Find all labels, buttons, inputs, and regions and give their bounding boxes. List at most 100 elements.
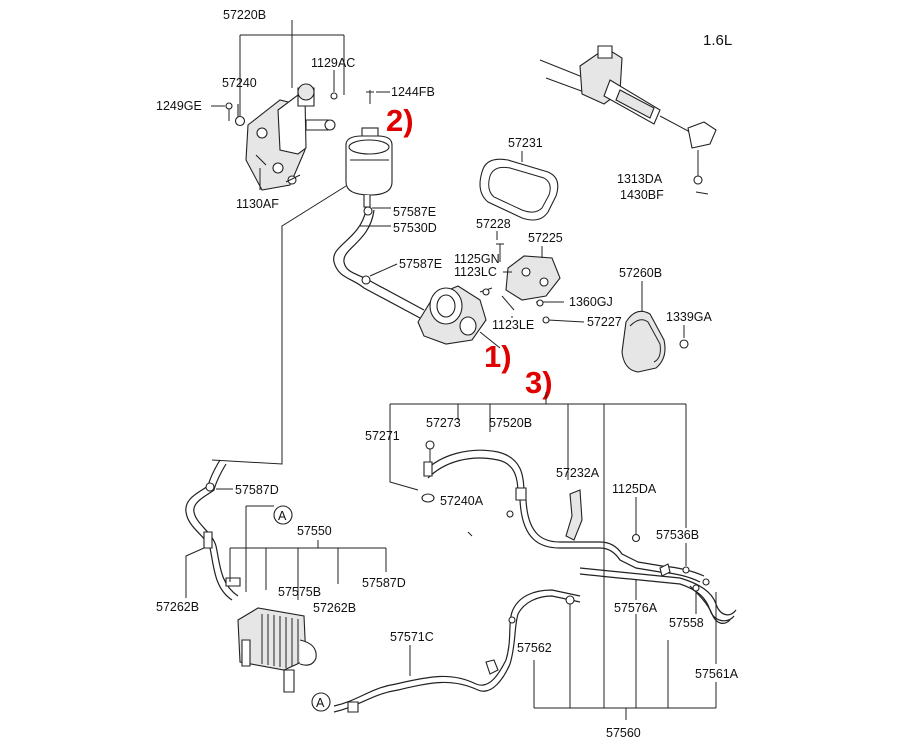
bolt-1130af <box>255 154 267 166</box>
label-57571c: 57571C <box>390 630 434 644</box>
nut-57240 <box>234 115 246 127</box>
label-57530d: 57530D <box>393 221 437 235</box>
clamp-57561a <box>702 578 710 586</box>
connector-a-bottom <box>311 692 331 712</box>
hose-clip <box>485 659 499 675</box>
engine-label: 1.6L <box>703 32 732 49</box>
label-1125da: 1125DA <box>612 482 657 496</box>
cooler-bracket <box>283 669 295 693</box>
bolt-57273 <box>425 440 435 450</box>
label-57576a: 57576A <box>614 601 658 615</box>
washer-57240a <box>421 493 435 503</box>
cooler-mount <box>241 639 251 667</box>
label-57587e-top: 57587E <box>393 205 436 219</box>
bolt-1125da <box>631 533 641 543</box>
nut-1339ga <box>679 339 689 349</box>
label-1244fb: 1244FB <box>391 85 435 99</box>
label-57232a: 57232A <box>556 466 600 480</box>
power-steering-pump <box>417 285 501 349</box>
label-57587d-left: 57587D <box>235 483 279 497</box>
bracket-cap <box>297 83 315 101</box>
nut-57536b <box>682 566 690 574</box>
label-57240: 57240 <box>222 76 257 90</box>
pump-bracket <box>505 255 561 301</box>
label-1125gn: 1125GN <box>454 252 500 266</box>
label-57536b: 57536B <box>656 528 699 542</box>
bracket-nut <box>324 119 336 131</box>
tube-clip-57232a <box>565 489 583 541</box>
hose-fitting <box>515 487 527 501</box>
label-1339ga: 1339GA <box>666 310 713 324</box>
label-57220b: 57220B <box>223 8 266 22</box>
label-1123le: 1123LE <box>492 318 534 332</box>
reservoir-group <box>345 90 393 208</box>
bracket-hole <box>256 127 268 139</box>
label-57260b: 57260B <box>619 266 662 280</box>
clamp-57562 <box>508 616 516 624</box>
label-1313da: 1313DA <box>617 172 663 186</box>
label-57225: 57225 <box>528 231 563 245</box>
label-57231: 57231 <box>508 136 543 150</box>
clamp-57587e-mid <box>361 275 371 285</box>
cooler-inlet <box>225 577 241 587</box>
bracket-assembly-group <box>225 20 345 191</box>
label-57587d-mid: 57587D <box>362 576 406 590</box>
bolt-1123lc <box>482 288 490 296</box>
label-1430bf: 1430BF <box>620 188 664 202</box>
tie-rod-end <box>687 121 717 149</box>
bracket-57536b <box>659 563 671 577</box>
hose-clip-57262b <box>203 531 213 549</box>
label-57273: 57273 <box>426 416 461 430</box>
hose-end-fitting <box>423 461 433 477</box>
clamp-57232a <box>506 510 514 518</box>
gear-valve <box>597 45 613 59</box>
label-1123lc: 1123LC <box>454 265 497 279</box>
hose-clamp <box>347 701 359 713</box>
label-57227: 57227 <box>587 315 622 329</box>
connector-a-top <box>273 505 293 525</box>
clamp-57587e-top <box>363 206 373 216</box>
marker-reservoir: 2) <box>386 103 414 138</box>
nut-1313da <box>693 175 703 185</box>
reservoir-rim <box>348 139 390 155</box>
label-1130af: 1130AF <box>236 197 279 211</box>
pump-cover <box>621 310 666 373</box>
label-57575b: 57575B <box>278 585 321 599</box>
bracket-hole <box>539 277 549 287</box>
label-57558: 57558 <box>669 616 704 630</box>
label-57560: 57560 <box>606 726 641 740</box>
bolt-57227 <box>542 316 550 324</box>
label-57271: 57271 <box>365 429 400 443</box>
cooler-outlet <box>299 639 317 666</box>
label-57587e-mid: 57587E <box>399 257 442 271</box>
label-1249ge: 1249GE <box>156 99 202 113</box>
connector-a-bottom-label: A <box>316 696 325 710</box>
steering-gear <box>539 45 717 195</box>
label-57561a: 57561A <box>695 667 739 681</box>
pump-pulley-hub <box>436 294 456 318</box>
marker-hoses: 3) <box>525 365 553 400</box>
reservoir-outlet <box>363 195 371 208</box>
connector-a-top-label: A <box>278 509 287 523</box>
marker-pump: 1) <box>484 339 512 374</box>
label-1360gj: 1360GJ <box>569 295 613 309</box>
bracket-hole <box>272 162 284 174</box>
bracket-hole <box>521 267 531 277</box>
label-57520b: 57520B <box>489 416 532 430</box>
clamp-57576a <box>565 595 575 605</box>
pump-port <box>459 316 477 336</box>
clamp-57587d <box>205 482 215 492</box>
label-57262b-mid: 57262B <box>313 601 356 615</box>
label-57228: 57228 <box>476 217 511 231</box>
pump-bracket-group <box>479 243 585 324</box>
label-57240a: 57240A <box>440 494 484 508</box>
bolt-1360gj <box>536 299 544 307</box>
bolt-1129ac <box>330 92 338 100</box>
drive-belt <box>479 158 559 221</box>
label-1129ac: 1129AC <box>311 56 355 70</box>
cover-body <box>621 310 666 373</box>
clamp-57558 <box>692 584 700 592</box>
label-57550: 57550 <box>297 524 332 538</box>
bolt-1249ge <box>225 102 233 110</box>
